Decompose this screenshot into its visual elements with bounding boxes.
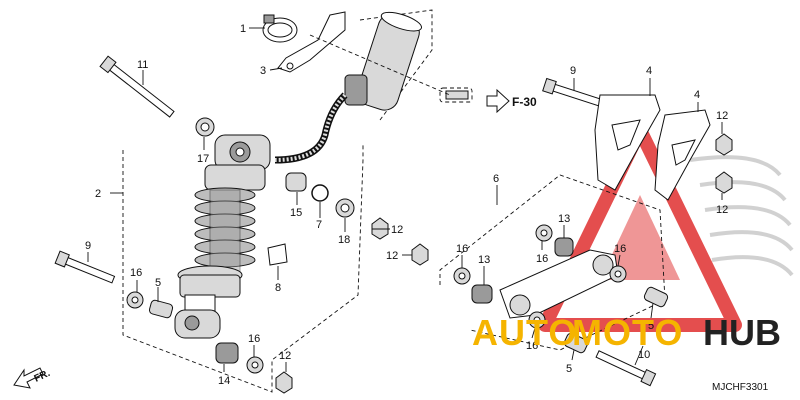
callout-16-d: 16 bbox=[526, 340, 538, 352]
linkage-outline bbox=[439, 174, 666, 351]
shock-assembly-outline bbox=[122, 145, 364, 393]
watermark-logo bbox=[538, 123, 794, 332]
circlip-7 bbox=[311, 184, 329, 202]
reservoir-bracket bbox=[277, 11, 346, 73]
nut-12-bottom bbox=[275, 371, 293, 394]
nut-12-mid bbox=[715, 171, 733, 194]
callout-16-bottom: 16 bbox=[248, 333, 260, 345]
callout-18: 18 bbox=[338, 234, 350, 246]
seal-16-bottom bbox=[246, 356, 264, 374]
callout-7: 7 bbox=[316, 219, 322, 231]
bushing-13-bottom bbox=[471, 284, 493, 304]
seal-17 bbox=[195, 117, 215, 137]
callout-8: 8 bbox=[275, 282, 281, 294]
callout-5-right-a: 5 bbox=[648, 320, 654, 332]
callout-5-right-b: 5 bbox=[566, 363, 572, 375]
leader-lines bbox=[87, 27, 723, 372]
diagram-code: MJCHF3301 bbox=[712, 382, 769, 393]
seal-16-c bbox=[609, 265, 627, 283]
callout-1: 1 bbox=[240, 23, 246, 35]
callout-16-a: 16 bbox=[536, 253, 548, 265]
callout-16-left: 16 bbox=[130, 267, 142, 279]
nut-12-top bbox=[715, 133, 733, 156]
front-arrow: FR. bbox=[13, 367, 52, 389]
callout-9-left: 9 bbox=[85, 240, 91, 252]
link-plate-4-a bbox=[594, 94, 661, 191]
callout-5-left: 5 bbox=[155, 277, 161, 289]
collar-5-right-a bbox=[643, 286, 669, 308]
bolt-11 bbox=[99, 55, 175, 118]
collar-5-left bbox=[148, 299, 174, 319]
callout-12-lower-mid: 12 bbox=[386, 250, 398, 262]
callout-2: 2 bbox=[95, 188, 101, 200]
bolt-9-right bbox=[542, 77, 604, 108]
seal-16-b bbox=[453, 267, 471, 285]
seal-16-a bbox=[535, 224, 553, 242]
callout-15: 15 bbox=[290, 207, 302, 219]
watermark-text: AUTO MOTO HUB bbox=[472, 312, 781, 353]
callout-11: 11 bbox=[137, 59, 148, 71]
figure-ref-label: F-30 bbox=[512, 95, 537, 109]
callout-14: 14 bbox=[218, 375, 230, 387]
callout-3: 3 bbox=[260, 65, 266, 77]
callout-12-bottom: 12 bbox=[279, 350, 291, 362]
callout-16-b: 16 bbox=[456, 243, 468, 255]
watermark-moto: MOTO bbox=[572, 312, 683, 353]
nut-12-lower-left bbox=[371, 217, 389, 240]
callout-13-bottom: 13 bbox=[478, 254, 490, 266]
callout-6: 6 bbox=[493, 173, 499, 185]
bolt-9-left bbox=[54, 250, 116, 284]
callout-12-top: 12 bbox=[716, 110, 728, 122]
watermark-auto: AUTO bbox=[472, 312, 577, 353]
callout-16-c: 16 bbox=[614, 243, 626, 255]
seal-16-d bbox=[528, 311, 546, 329]
bushing-13-top bbox=[554, 237, 574, 257]
callout-13-top: 13 bbox=[558, 213, 570, 225]
collar-5-right-b bbox=[563, 332, 589, 354]
callout-17: 17 bbox=[197, 153, 209, 165]
figure-ref-arrow bbox=[486, 88, 510, 114]
callout-12-mid: 12 bbox=[716, 204, 728, 216]
callout-9-right: 9 bbox=[570, 65, 576, 77]
reservoir-bolt bbox=[439, 87, 473, 103]
label-8 bbox=[267, 243, 288, 266]
clamp-band bbox=[262, 14, 298, 43]
rear-shock-absorber bbox=[174, 11, 422, 339]
callout-4-a: 4 bbox=[646, 65, 652, 77]
bushing-14 bbox=[215, 342, 239, 364]
seal-16-left bbox=[126, 291, 144, 309]
callout-4-b: 4 bbox=[694, 89, 700, 101]
nut-12-lower-mid bbox=[411, 243, 429, 266]
collar-15 bbox=[285, 172, 307, 192]
link-plate-4-b bbox=[654, 109, 711, 201]
callout-12-lower-left: 12 bbox=[391, 224, 403, 236]
link-arm-6 bbox=[499, 249, 619, 319]
watermark-hub: HUB bbox=[703, 312, 781, 353]
seal-18 bbox=[335, 198, 355, 218]
callout-labels: 1 3 11 17 2 15 7 18 9 16 5 8 14 16 12 F-… bbox=[85, 23, 728, 387]
bolt-10 bbox=[595, 350, 657, 387]
callout-10: 10 bbox=[638, 349, 650, 361]
